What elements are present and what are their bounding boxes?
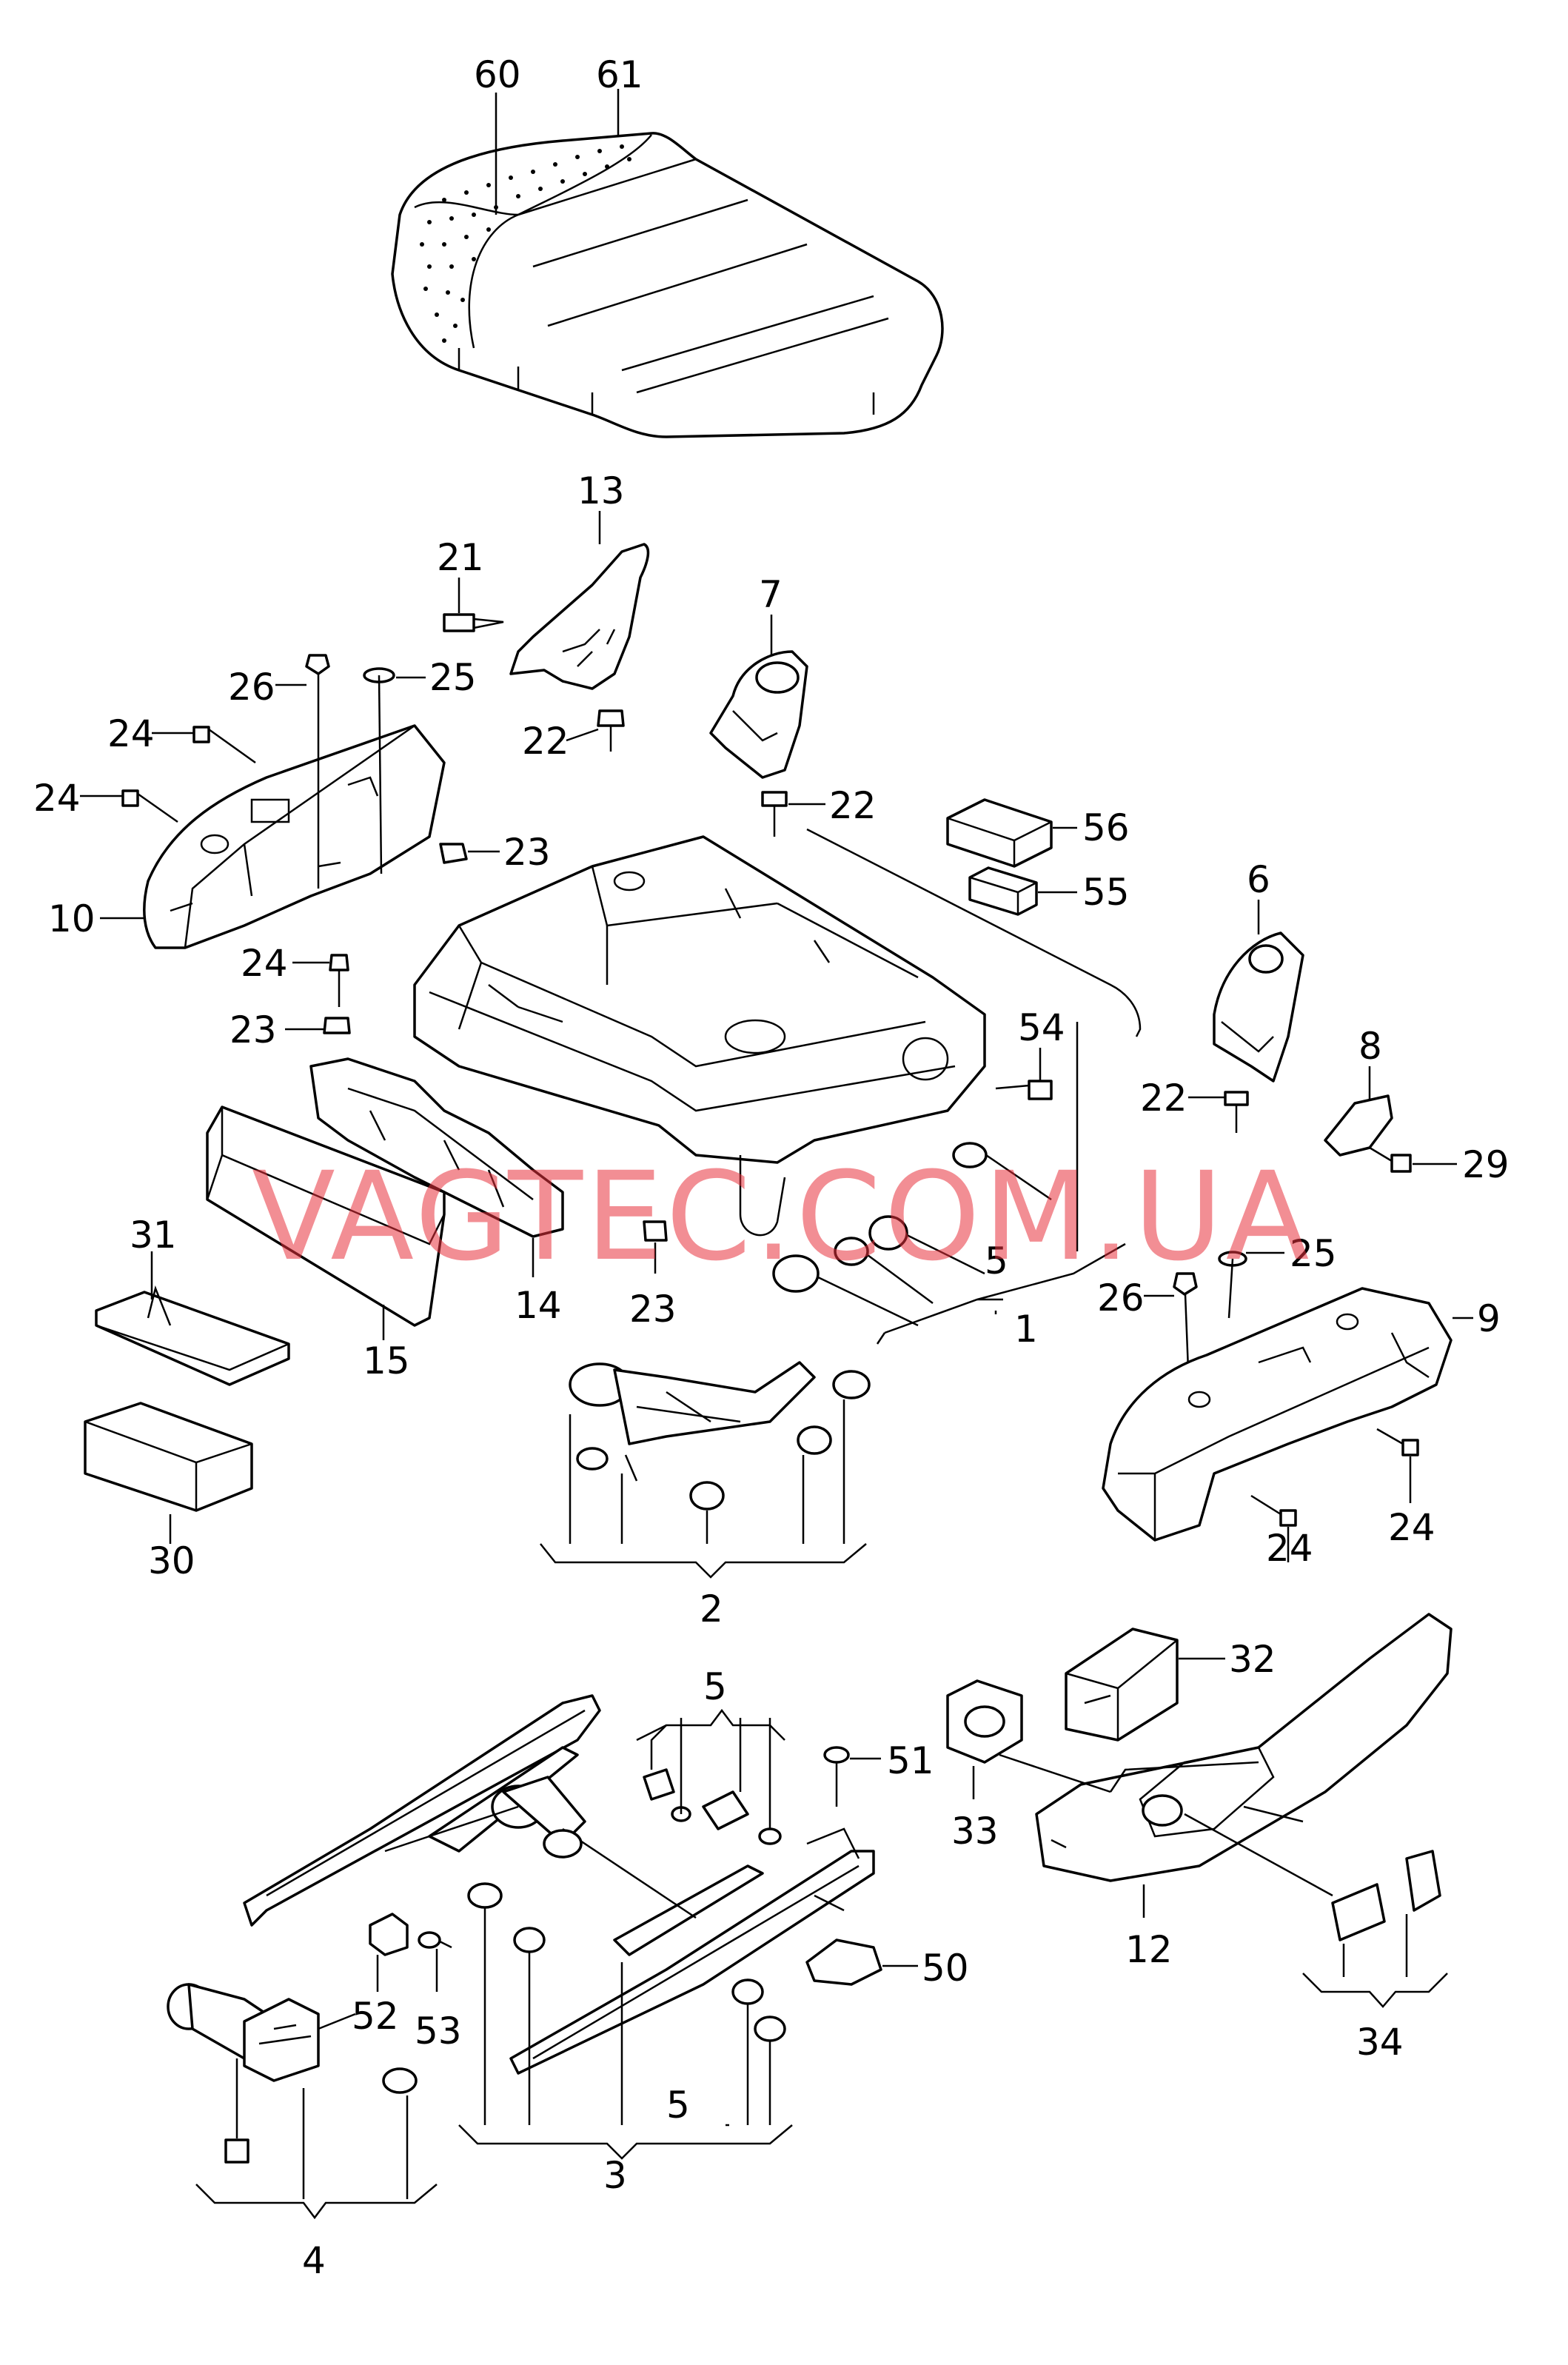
label-24-a: 24 — [107, 712, 155, 755]
label-23-top: 23 — [503, 831, 551, 874]
screw-24b[interactable] — [121, 789, 178, 823]
label-22-mid: 22 — [829, 784, 877, 827]
bolt-22c[interactable] — [1224, 1091, 1249, 1133]
label-33: 33 — [951, 1810, 999, 1853]
screw-24d[interactable] — [1250, 1494, 1297, 1527]
label-25-left: 25 — [429, 656, 477, 699]
cover-7-part[interactable] — [709, 650, 808, 779]
screw-51[interactable] — [823, 1746, 850, 1807]
label-25-right: 25 — [1290, 1232, 1337, 1275]
screw-24e[interactable] — [1376, 1428, 1419, 1456]
bolt-22a[interactable] — [597, 709, 625, 752]
screw-54[interactable] — [995, 1080, 1053, 1100]
rail-assembly-3[interactable] — [243, 1694, 875, 2075]
side-trim-12-part[interactable] — [1035, 1613, 1453, 1882]
label-8: 8 — [1358, 1025, 1382, 1068]
screw-21[interactable] — [443, 613, 504, 632]
label-5-mid: 5 — [703, 1665, 727, 1708]
label-10: 10 — [48, 897, 96, 940]
screw-26b[interactable] — [1173, 1272, 1198, 1371]
watermark-text: VAGTEC.COM.UA — [252, 1145, 1313, 1288]
handle-8-part[interactable] — [1324, 1094, 1393, 1157]
clip-23a[interactable] — [439, 843, 468, 864]
label-34: 34 — [1356, 2021, 1404, 2064]
label-23-mid: 23 — [229, 1008, 277, 1051]
label-61: 61 — [596, 53, 643, 96]
clip-23c[interactable] — [643, 1220, 668, 1242]
side-cover-10-part[interactable] — [143, 724, 446, 949]
seat-cushion-part[interactable] — [391, 132, 944, 438]
bracket-50[interactable] — [805, 1939, 882, 1986]
switch-55-part[interactable] — [968, 866, 1038, 916]
label-24-c: 24 — [241, 942, 288, 985]
label-55: 55 — [1082, 871, 1130, 914]
label-5-low: 5 — [666, 2084, 690, 2127]
label-24-b: 24 — [33, 777, 81, 820]
label-7: 7 — [759, 573, 783, 616]
label-4: 4 — [302, 2239, 326, 2282]
bolt-group-3[interactable] — [467, 1882, 786, 2042]
screw-25a[interactable] — [363, 667, 395, 874]
label-2: 2 — [700, 1588, 723, 1630]
module-30-part[interactable] — [84, 1402, 253, 1512]
switch-32-part[interactable] — [1065, 1628, 1179, 1742]
clip-52[interactable] — [369, 1913, 409, 1956]
label-53: 53 — [415, 2010, 462, 2053]
label-22-right: 22 — [1140, 1077, 1187, 1120]
label-14: 14 — [515, 1284, 562, 1327]
label-29: 29 — [1462, 1143, 1510, 1186]
label-9: 9 — [1477, 1297, 1501, 1340]
seat-frame-1-part[interactable] — [413, 835, 986, 1237]
bracket-31-part[interactable] — [95, 1285, 290, 1386]
bushing-group-1[interactable] — [772, 1142, 1126, 1334]
screw-29[interactable] — [1369, 1146, 1412, 1173]
motor-group-2[interactable] — [569, 1361, 871, 1511]
label-26-left: 26 — [228, 666, 275, 709]
label-60: 60 — [474, 53, 521, 96]
knob-34b[interactable] — [1405, 1850, 1441, 1912]
side-cover-9-part[interactable] — [1102, 1287, 1453, 1542]
housing-56-part[interactable] — [946, 798, 1053, 868]
label-24-e: 24 — [1388, 1506, 1435, 1549]
label-31: 31 — [130, 1214, 177, 1257]
label-52: 52 — [352, 1995, 399, 2038]
label-32: 32 — [1229, 1638, 1276, 1681]
label-24-d: 24 — [1266, 1527, 1313, 1570]
screw-24a[interactable] — [192, 726, 256, 764]
screw-53[interactable] — [418, 1931, 452, 1949]
bracket-13-part[interactable] — [509, 543, 650, 690]
switch-33-part[interactable] — [946, 1679, 1023, 1764]
label-51: 51 — [887, 1739, 934, 1782]
screw-24c[interactable] — [329, 954, 349, 1007]
label-30: 30 — [148, 1539, 195, 1582]
label-26-right: 26 — [1097, 1277, 1145, 1319]
label-6: 6 — [1247, 858, 1270, 901]
motor-group-4[interactable] — [167, 1983, 418, 2164]
screw-26a[interactable] — [305, 654, 330, 889]
label-3: 3 — [603, 2154, 627, 2197]
screw-25b[interactable] — [1218, 1251, 1247, 1319]
label-23-low: 23 — [629, 1288, 677, 1331]
knob-34a[interactable] — [1331, 1883, 1386, 1941]
bar-15-part[interactable] — [206, 1105, 446, 1327]
cover-6-part[interactable] — [1213, 931, 1304, 1083]
cable-rod — [806, 828, 1142, 1037]
bolt-22b[interactable] — [761, 791, 788, 837]
clip-23b[interactable] — [323, 1017, 351, 1034]
bracket-group-5[interactable] — [643, 1768, 782, 1845]
label-13: 13 — [577, 469, 625, 512]
label-12: 12 — [1125, 1928, 1173, 1971]
label-22-top: 22 — [522, 720, 569, 763]
label-15: 15 — [363, 1339, 410, 1382]
label-1: 1 — [1014, 1308, 1038, 1351]
label-54: 54 — [1018, 1006, 1065, 1049]
bracket-14-part[interactable] — [309, 1057, 564, 1238]
label-50: 50 — [922, 1947, 969, 1990]
label-56: 56 — [1082, 806, 1130, 849]
label-5-top: 5 — [985, 1240, 1008, 1282]
label-21: 21 — [437, 536, 484, 579]
